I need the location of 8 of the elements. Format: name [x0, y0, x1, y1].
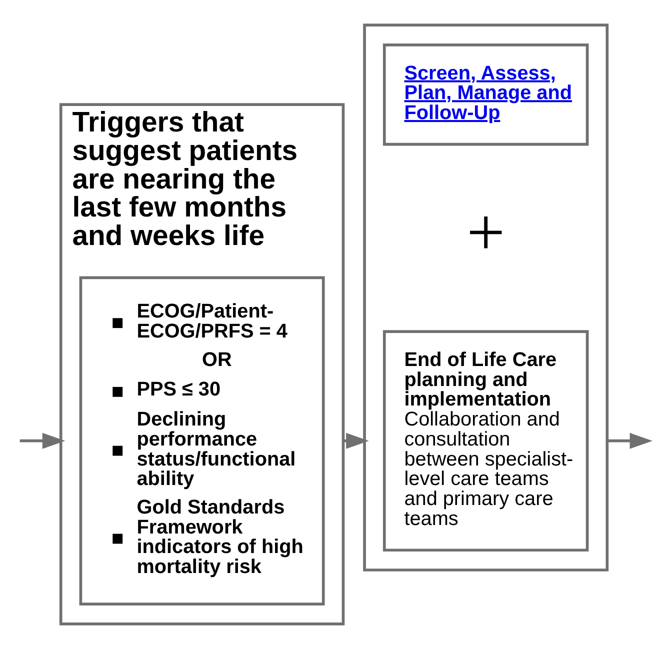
arrow	[606, 432, 652, 449]
arrow	[346, 432, 368, 449]
node-box: ECOG/Patient-ECOG/PRFS = 4 OR PPS ≤ 30 Declining performance status/functional ability Gold Standards Framework indicators of high mortality risk	[78, 276, 324, 606]
node-box: Screen, Assess, Plan, Manage and Follow-Up	[382, 44, 588, 146]
node-box: End of Life Care planning and implementation Collaboration and consultation between specialist-level care teams and primary care teams	[382, 330, 588, 552]
label: +	[466, 194, 505, 270]
arrow	[19, 432, 65, 449]
cluster	[362, 24, 608, 572]
